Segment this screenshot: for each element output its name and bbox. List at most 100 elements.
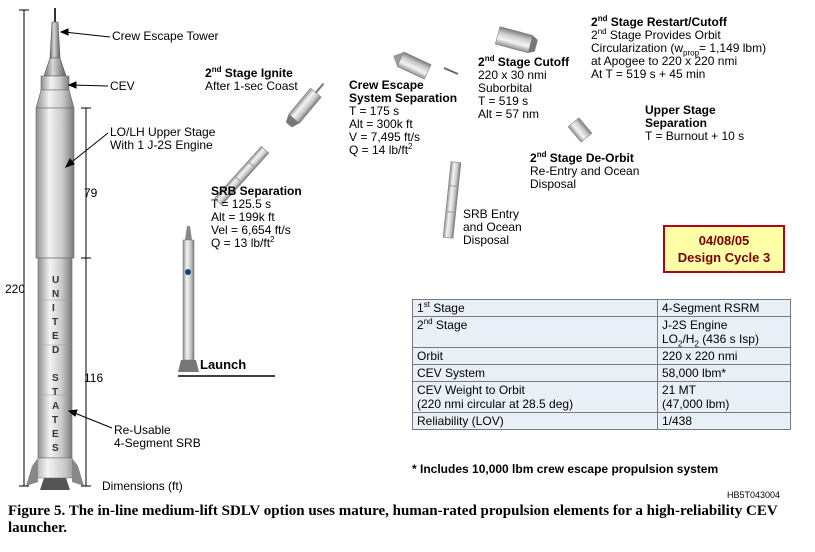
- document-code: HB5T043004: [727, 490, 781, 500]
- srb-entry-block: SRB Entry and Ocean Disposal: [463, 208, 522, 247]
- table-key: Reliability (LOV): [412, 412, 658, 430]
- p-sub: 2: [678, 339, 683, 349]
- table-key: 2nd Stage: [412, 316, 658, 348]
- p3: (436 s Isp): [698, 332, 759, 346]
- usa-letter: I: [52, 303, 55, 314]
- srb-label-line1: Re-Usable: [114, 423, 171, 437]
- table-value: 21 MT (47,000 lbm): [657, 381, 791, 413]
- srb-sep-vel: Vel = 6,654 ft/s: [211, 223, 291, 237]
- badge-cycle: Design Cycle 3: [677, 250, 771, 265]
- crew-escape-tower-label: Crew Escape Tower: [112, 29, 219, 43]
- cutoff-suborbital: Suborbital: [478, 81, 533, 95]
- cutoff-alt: Alt = 57 nm: [478, 107, 540, 121]
- ces-sep-q: Q = 14 lb/ft2: [349, 143, 457, 157]
- srb-sep-q-text: Q = 13 lb/ft: [211, 236, 271, 250]
- cutoff-orbit: 220 x 30 nmi: [478, 68, 547, 82]
- srb-sep-alt: Alt = 199k ft: [211, 210, 275, 224]
- k2: Stage: [429, 301, 465, 315]
- table-value: 4-Segment RSRM: [657, 299, 791, 317]
- usa-letter: S: [52, 443, 59, 454]
- ces-sep-time: T = 175 s: [349, 104, 400, 118]
- dim-total-label: 220: [5, 282, 26, 296]
- table-key: CEV System: [412, 364, 658, 382]
- dimensions-label: Dimensions (ft): [102, 479, 183, 493]
- usa-letter: E: [52, 429, 59, 440]
- restart-line3: at Apogee to 220 x 220 nmi: [591, 54, 738, 68]
- ord-num: 2: [205, 66, 212, 80]
- upper-stack-ignite: [285, 82, 325, 128]
- cev-label: CEV: [110, 79, 135, 93]
- p2: /H: [682, 332, 695, 346]
- ces-sep-alt: Alt = 300k ft: [349, 117, 413, 131]
- usa-letter: T: [52, 317, 59, 328]
- deorbit-title: 2nd Stage De-Orbit: [530, 150, 639, 165]
- separated-stage: [567, 117, 593, 143]
- ord-title: Stage Cutoff: [494, 55, 570, 69]
- srb-separation-block: SRB Separation T = 125.5 s Alt = 199k ft…: [211, 185, 302, 250]
- dim-lower-label: 116: [84, 371, 104, 385]
- second-stage-cutoff-title: 2nd Stage Cutoff: [478, 55, 570, 69]
- cutoff-time: T = 519 s: [478, 94, 529, 108]
- second-stage-ignite-detail: After 1-sec Coast: [205, 79, 298, 93]
- leader-lines: [59, 28, 113, 429]
- k: 2: [417, 318, 424, 332]
- ces-sep-title2: System Separation: [349, 91, 458, 105]
- badge-date: 04/08/05: [698, 233, 750, 248]
- usa-letter: N: [52, 289, 60, 300]
- k-sup: nd: [423, 317, 433, 326]
- second-stage-ignite-block: 2nd Stage Ignite After 1-sec Coast: [205, 65, 298, 93]
- dimension-lines: [19, 9, 91, 487]
- launch-vehicle: [178, 226, 275, 377]
- v2: (47,000 lbm): [662, 397, 730, 411]
- srb-entry-line3: Disposal: [463, 233, 510, 247]
- ord-num: 2: [591, 15, 598, 29]
- usa-letter: T: [52, 387, 59, 398]
- k1: CEV Weight to Orbit: [417, 383, 525, 397]
- srb-sep-time: T = 125.5 s: [211, 197, 272, 211]
- table-value: 220 x 220 nmi: [657, 347, 791, 365]
- table-row: 2nd Stage J-2S Engine LO2/H2 (436 s Isp): [412, 316, 791, 349]
- restart-line4: At T = 519 s + 45 min: [591, 67, 706, 81]
- spec-table: 1st Stage 4-Segment RSRM 2nd Stage J-2S …: [412, 299, 791, 430]
- ord-title: Stage Restart/Cutoff: [607, 15, 727, 29]
- ord-num: 2: [478, 55, 485, 69]
- ord-title: Stage De-Orbit: [546, 151, 634, 165]
- upper-stage-separation-block: Upper Stage Separation T = Burnout + 10 …: [645, 104, 744, 143]
- p2-sub: 2: [694, 339, 699, 349]
- usa-letter: T: [52, 415, 59, 426]
- ord-sup: nd: [597, 14, 608, 23]
- k-sup: st: [423, 300, 430, 309]
- design-cycle-badge: 04/08/05 Design Cycle 3: [663, 225, 785, 273]
- srb-separation-title: SRB Separation: [211, 184, 302, 198]
- table-key: CEV Weight to Orbit (220 nmi circular at…: [412, 381, 658, 413]
- table-row: Orbit 220 x 220 nmi: [412, 347, 791, 365]
- ces-sep-q-text: Q = 14 lb/ft: [349, 143, 409, 157]
- k2: (220 nmi circular at 28.5 deg): [417, 397, 574, 411]
- t-sup: nd: [597, 27, 607, 36]
- srb-stack: [214, 146, 270, 206]
- ord-sup: nd: [536, 150, 547, 159]
- table-key: 1st Stage: [412, 299, 658, 317]
- k: 1: [417, 301, 424, 315]
- ces-separation-block: Crew Escape System Separation T = 175 s …: [349, 79, 457, 157]
- upper-sep-title1: Upper Stage: [645, 103, 716, 117]
- escape-tower-jettison: [443, 67, 459, 75]
- table-value: 1/438: [657, 412, 791, 430]
- t: 2: [591, 28, 598, 42]
- table-row: CEV System 58,000 lbm*: [412, 364, 791, 382]
- restart-cutoff-block: 2nd Stage Restart/Cutoff 2nd Stage Provi…: [591, 14, 767, 81]
- ord-num: 2: [530, 151, 537, 165]
- table-value: 58,000 lbm*: [657, 364, 791, 382]
- vehicle-cutoff: [494, 26, 538, 54]
- launch-label: Launch: [200, 357, 247, 372]
- ord-sup: nd: [211, 65, 222, 74]
- t2: = 1,149 lbm): [699, 41, 767, 55]
- table-row: 1st Stage 4-Segment RSRM: [412, 299, 791, 317]
- upper-sep-title2: Separation: [645, 116, 708, 130]
- dim-upper-label: 79: [84, 186, 98, 200]
- usa-letter: S: [52, 373, 59, 384]
- second-stage-ignite-title: 2nd Stage Ignite: [205, 65, 298, 80]
- p: LO: [662, 332, 679, 346]
- ces-sep-title1: Crew Escape: [349, 78, 424, 92]
